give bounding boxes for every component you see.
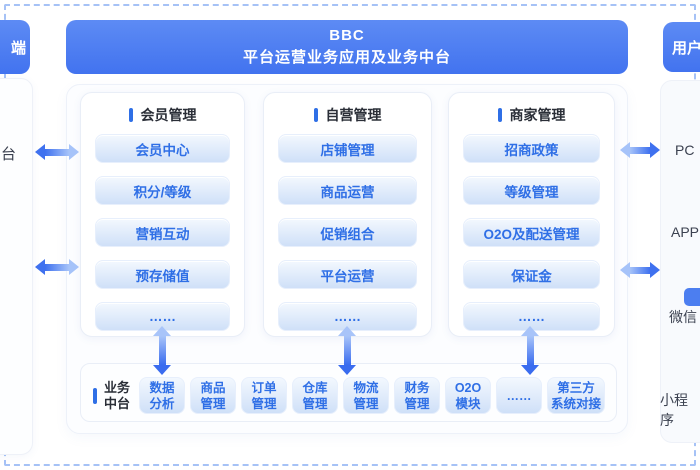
module-chip: 物流 管理 — [343, 377, 390, 414]
right-panel-header: 用户 — [663, 22, 700, 72]
module-button: 积分/等级 — [95, 176, 230, 205]
column-title-row: 会员管理 — [95, 106, 230, 124]
section-marker-icon — [313, 108, 318, 122]
column-title-row: 商家管理 — [463, 106, 600, 124]
module-chip: 订单 管理 — [241, 377, 288, 414]
right-panel-title: 用户 — [672, 39, 700, 57]
column-card-merchant-management: 商家管理 招商政策 等级管理 O2O及配送管理 保证金 …… — [448, 92, 615, 337]
horizontal-double-arrow-left-bottom — [35, 259, 79, 275]
column-card-member-management: 会员管理 会员中心 积分/等级 营销互动 预存储值 …… — [80, 92, 245, 337]
module-button-ellipsis: …… — [95, 302, 230, 331]
section-marker-icon — [93, 387, 97, 404]
module-chip: 第三方 系统对接 — [547, 377, 606, 414]
column-title: 自营管理 — [325, 107, 382, 123]
module-chip: O2O 模块 — [445, 377, 492, 414]
module-chip: 财务 管理 — [394, 377, 441, 414]
module-button: 营销互动 — [95, 218, 230, 247]
module-button: 促销组合 — [278, 218, 417, 247]
horizontal-double-arrow-right-bottom — [620, 262, 660, 278]
left-panel-header: 端 — [0, 20, 30, 74]
left-panel-header-fragment: 端 — [10, 39, 26, 57]
left-panel-card — [0, 78, 33, 455]
module-button: 店铺管理 — [278, 134, 417, 163]
module-chip: 商品 管理 — [190, 377, 237, 414]
module-chip: 仓库 管理 — [292, 377, 339, 414]
vertical-double-arrow — [338, 326, 356, 375]
module-chip: 数据 分析 — [139, 377, 186, 414]
main-header: BBC 平台运营业务应用及业务中台 — [66, 20, 628, 74]
vertical-double-arrow — [521, 326, 539, 375]
column-title: 商家管理 — [509, 107, 566, 123]
module-button: 保证金 — [463, 260, 600, 289]
column-title: 会员管理 — [140, 107, 197, 123]
module-button: 等级管理 — [463, 176, 600, 205]
main-title-line1: BBC — [329, 27, 365, 44]
module-button: 会员中心 — [95, 134, 230, 163]
right-panel-item-app: APP — [671, 224, 700, 240]
module-button: O2O及配送管理 — [463, 218, 600, 247]
vertical-double-arrow — [153, 326, 171, 375]
left-panel-item-fragment: 台 — [1, 146, 17, 163]
right-panel-card — [660, 80, 700, 443]
column-card-self-operated-management: 自营管理 店铺管理 商品运营 促销组合 平台运营 …… — [263, 92, 432, 337]
section-marker-icon — [128, 108, 133, 122]
right-panel-item-pc: PC — [675, 142, 695, 158]
module-chip-ellipsis: …… — [496, 377, 543, 414]
section-marker-icon — [497, 108, 502, 122]
right-panel-item-miniprogram: 小程序 — [660, 392, 688, 428]
module-button: 预存储值 — [95, 260, 230, 289]
module-button: 平台运营 — [278, 260, 417, 289]
module-button: 招商政策 — [463, 134, 600, 163]
midplatform-label-row: 业务 中台 — [93, 380, 130, 412]
right-panel-item-wechat: 微信 — [669, 309, 697, 325]
main-title-line2: 平台运营业务应用及业务中台 — [242, 49, 451, 66]
horizontal-double-arrow-left-top — [35, 144, 79, 160]
wechat-icon — [684, 288, 700, 306]
horizontal-double-arrow-right-top — [620, 142, 660, 158]
module-button: 商品运营 — [278, 176, 417, 205]
midplatform-label: 业务 中台 — [104, 379, 131, 411]
column-title-row: 自营管理 — [278, 106, 417, 124]
midplatform-modules: 数据 分析 商品 管理 订单 管理 仓库 管理 物流 管理 财务 管理 O2O … — [139, 377, 608, 414]
